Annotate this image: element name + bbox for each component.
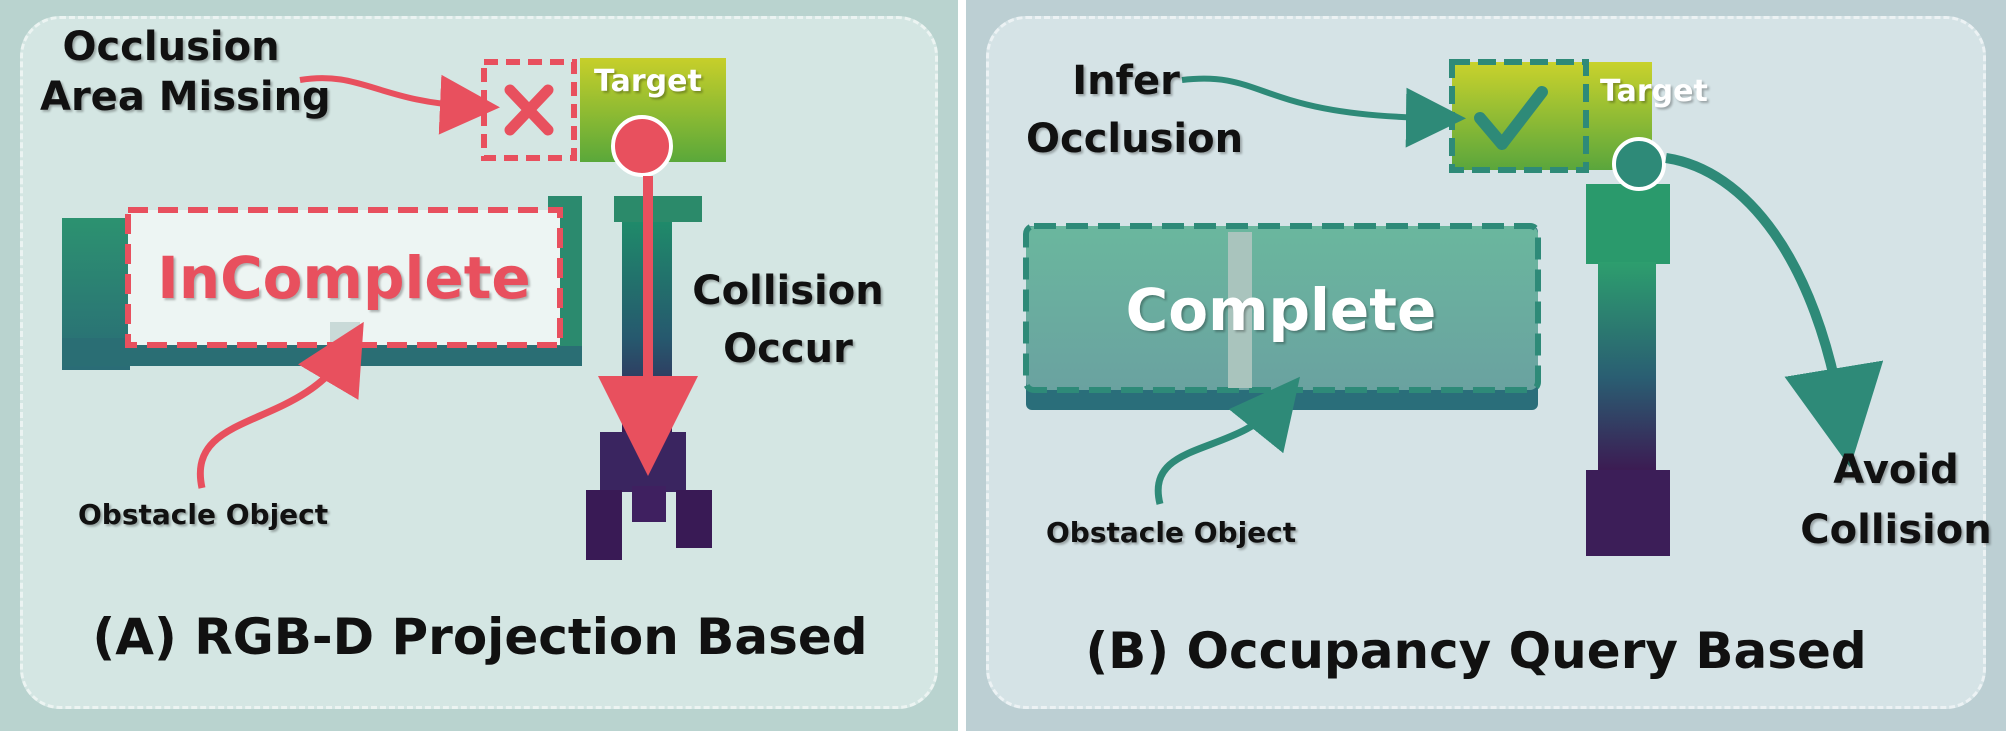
panel-rgbd-projection: Occlusion Area Missing Target InComplete… <box>0 0 958 731</box>
panel-b-illustration <box>1023 59 1884 556</box>
target-label: Target <box>594 64 702 99</box>
target-point <box>611 115 673 177</box>
target-point-b <box>1612 137 1666 191</box>
complete-obstacle-shape <box>1023 223 1541 410</box>
infer-pointer-arrow <box>1181 75 1466 148</box>
check-icon <box>1474 86 1548 150</box>
missing-occlusion-box <box>481 59 577 161</box>
obstacle-object-label: Obstacle Object <box>78 498 329 531</box>
complete-label: Complete <box>1125 276 1437 344</box>
robot-arm-b <box>1586 184 1670 556</box>
avoid-collision-arrow <box>1665 153 1884 468</box>
panel-a-caption: (A) RGB-D Projection Based <box>92 608 868 666</box>
collision-occur-label: Collision Occur <box>692 268 884 372</box>
infer-occlusion-label: Infer Occlusion <box>1026 58 1244 162</box>
avoid-collision-label: Avoid Collision <box>1800 447 1992 553</box>
incomplete-label: InComplete <box>157 244 531 312</box>
occlusion-missing-label: Occlusion Area Missing <box>40 24 331 120</box>
obstacle-pointer-arrow-b <box>1154 376 1301 505</box>
obstacle-pointer-arrow <box>196 321 364 489</box>
panel-b-caption: (B) Occupancy Query Based <box>1085 622 1867 680</box>
occlusion-pointer-arrow <box>299 74 500 135</box>
panel-occupancy-query: Infer Occlusion Target Complete Avoid Co… <box>966 0 2006 731</box>
panel-a-illustration <box>62 58 726 560</box>
target-label-b: Target <box>1600 74 1708 109</box>
obstacle-object-label-b: Obstacle Object <box>1046 516 1297 549</box>
x-icon <box>504 84 554 136</box>
